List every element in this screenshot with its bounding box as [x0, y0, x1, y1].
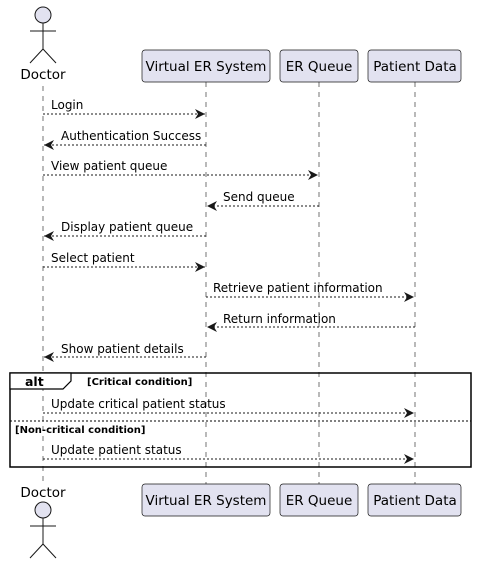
participant-box: [367, 49, 462, 83]
message-authentication-success: Authentication Success: [44, 129, 206, 150]
message-login: Login: [43, 98, 205, 119]
message-label: Send queue: [223, 190, 295, 204]
actor-head: [34, 6, 52, 24]
participant-label-queue-top: ER Queue: [286, 59, 353, 75]
participant-box: [141, 483, 271, 517]
message-label: Return information: [223, 312, 336, 326]
participant-box: [279, 483, 359, 517]
actor-leg-right: [42, 48, 57, 64]
participant-label-pdata-bottom: Patient Data: [373, 493, 457, 509]
participant-box: [141, 49, 271, 83]
message-label: Update patient status: [51, 443, 182, 457]
actor-label-doctor-bottom: Doctor: [20, 485, 66, 501]
participant-pdata-top: Patient Data: [367, 49, 462, 83]
participant-box: [367, 483, 462, 517]
participant-label-vers-bottom: Virtual ER System: [146, 493, 267, 509]
message-label: Retrieve patient information: [213, 281, 383, 295]
actor-leg-left: [29, 48, 44, 64]
message-label: Display patient queue: [61, 220, 193, 234]
message-return-information: Return information: [207, 312, 415, 332]
message-update-critical-patient-status: Update critical patient status: [43, 397, 414, 418]
message-show-patient-details: Show patient details: [44, 342, 206, 362]
message-select-patient: Select patient: [43, 251, 205, 272]
participant-label-pdata-top: Patient Data: [373, 59, 457, 75]
message-update-patient-status: Update patient status: [43, 443, 414, 464]
message-label: Show patient details: [61, 342, 184, 356]
alt-guard-critical: [Critical condition]: [87, 377, 192, 388]
messages: Login Authentication Success View patien…: [43, 98, 415, 362]
message-display-patient-queue: Display patient queue: [44, 220, 206, 241]
lifelines: [42, 82, 416, 484]
alt-keyword-tab: [9, 372, 72, 390]
alt-frame: [9, 372, 472, 468]
participant-vers-bottom: Virtual ER System: [141, 483, 271, 517]
participant-queue-top: ER Queue: [279, 49, 359, 83]
actor-leg-left: [29, 543, 44, 559]
message-label: Select patient: [51, 251, 135, 265]
message-view-patient-queue: View patient queue: [43, 159, 318, 180]
alt-fragment: alt [Critical condition] [Non-critical c…: [9, 372, 472, 468]
participant-queue-bottom: ER Queue: [279, 483, 359, 517]
participant-pdata-bottom: Patient Data: [367, 483, 462, 517]
message-retrieve-patient-information: Retrieve patient information: [206, 281, 414, 302]
actor-label-doctor-top: Doctor: [20, 67, 66, 83]
participants-bottom: Doctor Virtual ER System ER Queue Patien…: [20, 483, 462, 559]
participant-label-queue-bottom: ER Queue: [286, 493, 353, 509]
message-label: Update critical patient status: [51, 397, 226, 411]
message-label: Authentication Success: [61, 129, 201, 143]
actor-doctor-bottom: Doctor: [20, 485, 66, 559]
message-label: View patient queue: [51, 159, 167, 173]
participants-top: Doctor Virtual ER System ER Queue Patien…: [20, 6, 462, 83]
actor-doctor-top: Doctor: [20, 6, 66, 83]
message-send-queue: Send queue: [207, 190, 319, 211]
message-label: Login: [51, 98, 83, 112]
participant-box: [279, 49, 359, 83]
participant-vers-top: Virtual ER System: [141, 49, 271, 83]
participant-label-vers-top: Virtual ER System: [146, 59, 267, 75]
alt-keyword: alt: [25, 374, 44, 389]
alt-guard-non-critical: [Non-critical condition]: [15, 425, 145, 436]
actor-head: [34, 501, 52, 519]
actor-leg-right: [42, 543, 57, 559]
